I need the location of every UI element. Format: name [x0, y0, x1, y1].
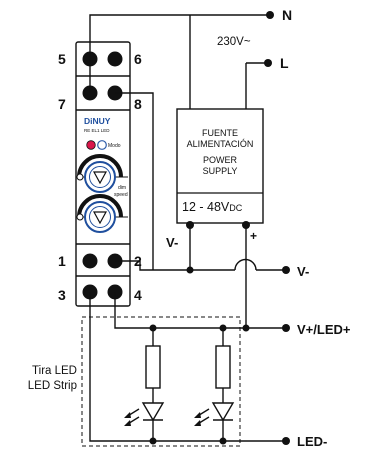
junction-vplus: [242, 324, 250, 332]
psu-line3: POWER: [203, 155, 238, 165]
knob-speed-label: speed: [114, 192, 128, 198]
mains-l-label: L: [280, 55, 289, 71]
led-strip-boundary: [81, 316, 241, 447]
mains-n-label: N: [282, 7, 292, 23]
strip-label-en: LED Strip: [28, 380, 77, 392]
output-vminus-dot: [282, 266, 290, 274]
power-supply-box: [176, 108, 264, 224]
psu-line1: FUENTE: [202, 128, 238, 138]
psu-range-sub: DC: [229, 203, 242, 213]
terminal-label-5: 5: [58, 51, 66, 67]
psu-minus-label: V-: [166, 235, 178, 250]
terminal-label-1: 1: [58, 253, 66, 269]
knob-dim-label: dim: [118, 185, 126, 191]
mains-wiring: [89, 14, 268, 109]
psu-range-main: 12 - 48V: [182, 200, 230, 214]
mode-led-red: [86, 140, 96, 150]
knob-dim-icon: [76, 154, 128, 193]
dimmer-module: [75, 41, 131, 307]
terminal-n-dot: [266, 11, 274, 19]
output-vplus-label: V+/LED+: [297, 322, 351, 337]
knob-speed-icon: [76, 194, 128, 233]
terminal-label-7: 7: [58, 96, 66, 112]
led-diode-icon: [141, 402, 165, 422]
terminal-label-3: 3: [58, 287, 66, 303]
terminal-l-dot: [264, 59, 272, 67]
screw-6: [107, 51, 123, 67]
output-ledminus-dot: [282, 437, 290, 445]
strip-label-es: Tira LED: [32, 365, 77, 377]
led-strip-channel-2: [195, 328, 235, 441]
resistor-icon: [215, 345, 231, 389]
output-ledminus-label: LED-: [297, 434, 327, 449]
led-diode-icon: [211, 402, 235, 422]
mains-voltage-label: 230V~: [217, 36, 251, 48]
light-arrowheads: [124, 412, 201, 426]
output-vplus-dot: [282, 324, 290, 332]
output-vminus-label: V-: [297, 264, 309, 279]
psu-line4: SUPPLY: [203, 166, 238, 176]
model-label: RE EL1 LED: [84, 128, 110, 133]
junction-vminus: [186, 266, 194, 274]
psu-line2: ALIMENTACIÓN: [187, 139, 254, 149]
terminal-label-6: 6: [134, 51, 142, 67]
terminal-label-8: 8: [134, 96, 142, 112]
psu-range: 12 - 48VDC: [182, 200, 243, 214]
screw-1: [82, 253, 98, 269]
led-strip-channel-1: [125, 328, 165, 441]
mode-button-icon: [97, 140, 107, 150]
terminal-label-4: 4: [134, 287, 142, 303]
psu-plus-label: +: [250, 229, 257, 243]
mode-label: Modo: [108, 143, 121, 149]
brand-logo: DiNUY: [84, 116, 111, 126]
resistor-icon: [145, 345, 161, 389]
